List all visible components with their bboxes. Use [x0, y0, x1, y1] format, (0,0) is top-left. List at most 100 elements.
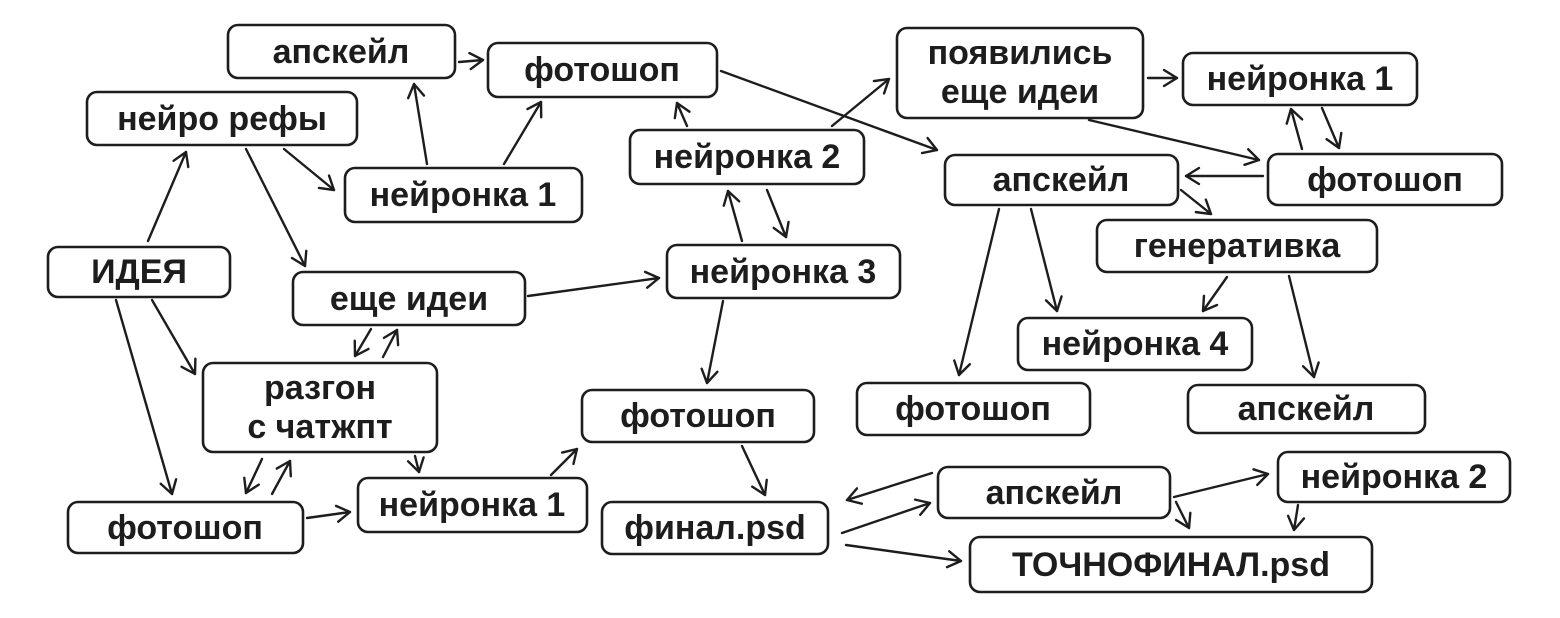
node-label: нейронка 1: [379, 486, 566, 524]
edge-upscale-right-to-neuronka4: [1029, 207, 1063, 313]
node-label: апскейл: [1238, 390, 1375, 428]
node-label: апскейл: [993, 161, 1130, 199]
node-label: с чатжпт: [247, 408, 392, 446]
node-box: [936, 465, 1172, 520]
node-box: [343, 166, 584, 224]
edge-razgon-to-neuronka1-bottom: [406, 454, 425, 474]
node-neuronka1-right: нейронка 1: [1181, 51, 1419, 107]
node-photoshop-mid-right: фотошоп: [855, 381, 1092, 437]
edge-razgon-to-more-ideas: [381, 328, 400, 359]
node-box: [226, 23, 457, 80]
node-upscale-right: апскейл: [943, 153, 1180, 207]
node-box: [1016, 316, 1254, 372]
node-box: [66, 500, 305, 555]
node-label: генеративка: [1134, 227, 1342, 265]
edge-photoshop-top-to-upscale-right: [719, 69, 939, 155]
node-upscale-tl: апскейл: [226, 23, 457, 80]
node-label: фотошоп: [1307, 161, 1463, 199]
edge-neuro-refs-to-neuronka1-left: [282, 147, 336, 192]
node-box: [1266, 152, 1504, 207]
edge-neuronka2-to-photoshop-top: [673, 101, 691, 128]
edge-final-psd-to-tochnofinal-psd: [844, 543, 963, 569]
node-neuronka1-left: нейронка 1: [343, 166, 584, 224]
edge-generativka-to-neuronka4: [1201, 275, 1229, 313]
edge-neuronka1-right-to-photoshop-right: [1320, 106, 1343, 150]
node-box: [895, 26, 1145, 120]
node-neuronka2-bottom: нейронка 2: [1276, 450, 1512, 504]
edge-idea-to-neuro-refs: [146, 150, 190, 243]
node-upscale-bottom: апскейл: [936, 465, 1172, 520]
node-label: еще идеи: [330, 280, 488, 318]
node-box: [356, 476, 589, 534]
edge-upscale-tl-to-photoshop-top: [457, 51, 485, 71]
node-label: фотошоп: [107, 509, 263, 547]
node-label: апскейл: [273, 33, 410, 71]
node-neuronka4: нейронка 4: [1016, 316, 1254, 372]
node-idea: ИДЕЯ: [46, 245, 232, 299]
node-more-ideas: еще идеи: [291, 270, 527, 327]
node-label: нейронка 1: [1207, 60, 1394, 98]
nodes-layer: апскейл фотошоп нейро рефы нейронка 1 не…: [46, 23, 1512, 594]
node-label: нейронка 4: [1042, 325, 1229, 363]
edge-neuronka2-to-neuronka3: [765, 188, 790, 239]
node-label: нейронка 3: [690, 253, 877, 291]
node-label: еще идеи: [941, 73, 1099, 111]
node-label: нейронка 2: [1301, 458, 1488, 496]
node-final-psd: финал.psd: [600, 500, 830, 556]
node-box: [968, 535, 1374, 594]
node-box: [1186, 383, 1427, 435]
node-neuro-refs: нейро рефы: [85, 90, 359, 147]
edge-final-psd-to-upscale-bottom: [840, 498, 932, 535]
node-photoshop-center: фотошоп: [580, 388, 816, 444]
edge-upscale-right-to-generativka: [1179, 188, 1213, 216]
node-box: [600, 500, 830, 556]
node-label: финал.psd: [624, 509, 806, 547]
edge-generativka-to-upscale-far-right: [1287, 274, 1320, 379]
node-label: фотошоп: [895, 390, 1051, 428]
edge-upscale-bottom-to-final-psd: [845, 471, 934, 505]
node-photoshop-top: фотошоп: [486, 41, 719, 99]
edge-upscale-bottom-to-tochnofinal-psd: [1174, 500, 1192, 530]
edge-more-ideas-to-neuronka3: [526, 270, 661, 298]
node-tochnofinal-psd: ТОЧНОФИНАЛ.psd: [968, 535, 1374, 594]
node-label: ИДЕЯ: [91, 253, 187, 291]
node-photoshop-right: фотошоп: [1266, 152, 1504, 207]
edge-neuronka3-to-neuronka2: [722, 189, 744, 243]
edge-photoshop-bottom-left-to-razgon: [270, 459, 292, 496]
node-box: [486, 41, 719, 99]
edge-idea-to-photoshop-bottom-left: [114, 298, 178, 496]
node-neuronka2-mid: нейронка 2: [628, 128, 866, 186]
node-box: [46, 245, 232, 299]
node-razgon: разгон с чатжпт: [201, 361, 439, 454]
node-neuronka1-bottom: нейронка 1: [356, 476, 589, 534]
node-label: фотошоп: [620, 397, 776, 435]
node-box: [291, 270, 527, 327]
edge-neuronka3-to-photoshop-center: [700, 299, 725, 385]
node-new-ideas: появились еще идеи: [895, 26, 1145, 120]
node-label: нейро рефы: [117, 100, 327, 138]
node-box: [1095, 218, 1379, 274]
node-label: разгон: [264, 369, 376, 407]
edge-neuronka1-bottom-to-photoshop-center: [549, 447, 579, 477]
edge-more-ideas-to-razgon: [353, 327, 373, 358]
node-label: ТОЧНОФИНАЛ.psd: [1012, 546, 1330, 584]
node-neuronka3: нейронка 3: [665, 243, 902, 300]
node-label: нейронка 2: [654, 138, 841, 176]
node-box: [85, 90, 359, 147]
edge-neuronka1-left-to-upscale-tl: [406, 82, 429, 166]
edge-photoshop-center-to-final-psd: [740, 444, 768, 497]
node-box: [1276, 450, 1512, 504]
node-box: [943, 153, 1180, 207]
node-generativka: генеративка: [1095, 218, 1379, 274]
node-upscale-far-right: апскейл: [1186, 383, 1427, 435]
node-box: [665, 243, 902, 300]
edge-idea-to-razgon: [150, 298, 197, 376]
node-box: [628, 128, 866, 186]
edge-new-ideas-to-photoshop-right: [1087, 118, 1261, 167]
node-label: нейронка 1: [370, 176, 557, 214]
node-label: появились: [928, 34, 1113, 72]
edge-upscale-bottom-to-neuronka2-bottom: [1172, 468, 1270, 499]
node-box: [855, 381, 1092, 437]
edge-neuronka2-to-new-ideas: [830, 77, 891, 128]
